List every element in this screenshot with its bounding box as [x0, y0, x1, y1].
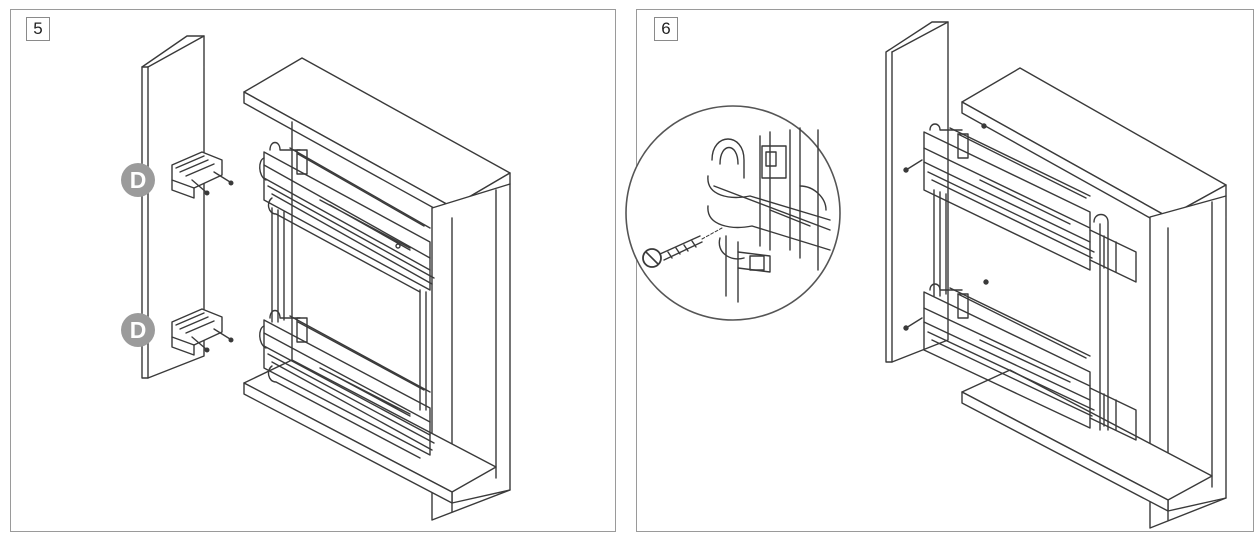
wire-basket-lower-6 [903, 279, 1137, 441]
cabinet-carcass-6 [961, 67, 1227, 529]
wire-basket-upper-6 [903, 123, 1137, 283]
screw-icon [642, 227, 723, 268]
mounting-bracket-lower-5 [171, 308, 234, 356]
part-label-d-lower: D [130, 317, 147, 343]
step-number-5: 5 [26, 17, 50, 41]
side-panel-6 [885, 21, 949, 363]
wire-basket-lower-5 [259, 309, 435, 459]
cabinet-carcass-5 [243, 57, 511, 521]
frame-rails-6 [933, 189, 1109, 431]
magnified-detail [707, 127, 831, 303]
part-badge-d-upper: D [121, 163, 155, 197]
frame-rails-5 [271, 207, 427, 411]
part-label-d-upper: D [130, 167, 147, 193]
wire-basket-upper-5 [259, 141, 435, 293]
mounting-bracket-upper-5 [171, 151, 234, 199]
side-panel-5 [141, 35, 205, 379]
part-badge-d-lower: D [121, 313, 155, 347]
step-number-6: 6 [654, 17, 678, 41]
